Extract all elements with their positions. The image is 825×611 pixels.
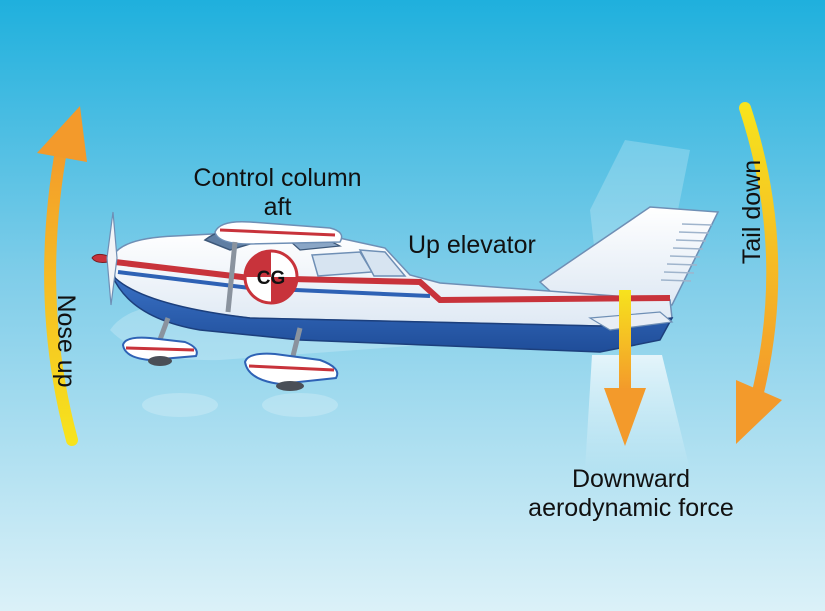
downward-force-line-1: Downward <box>571 465 691 493</box>
control-column-label: Control column aft <box>170 164 385 222</box>
cg-label: CG <box>257 268 286 289</box>
airplane-icon <box>91 206 720 391</box>
nose-up-label: Nose up <box>52 294 80 388</box>
downward-force-line-2: aerodynamic force <box>528 494 734 522</box>
tail-down-label: Tail down <box>738 159 766 265</box>
cg-symbol-icon: CG <box>243 249 299 305</box>
force-shaft <box>585 355 690 470</box>
nose-up-arrow-icon <box>37 106 87 446</box>
up-elevator-label: Up elevator <box>408 231 536 259</box>
control-column-line-2: aft <box>263 193 292 221</box>
downward-force-arrow-icon <box>604 290 646 446</box>
downward-force-label: Downward aerodynamic force <box>500 465 762 523</box>
tail-down-arrow-icon <box>736 102 782 444</box>
control-column-line-1: Control column <box>193 164 362 192</box>
